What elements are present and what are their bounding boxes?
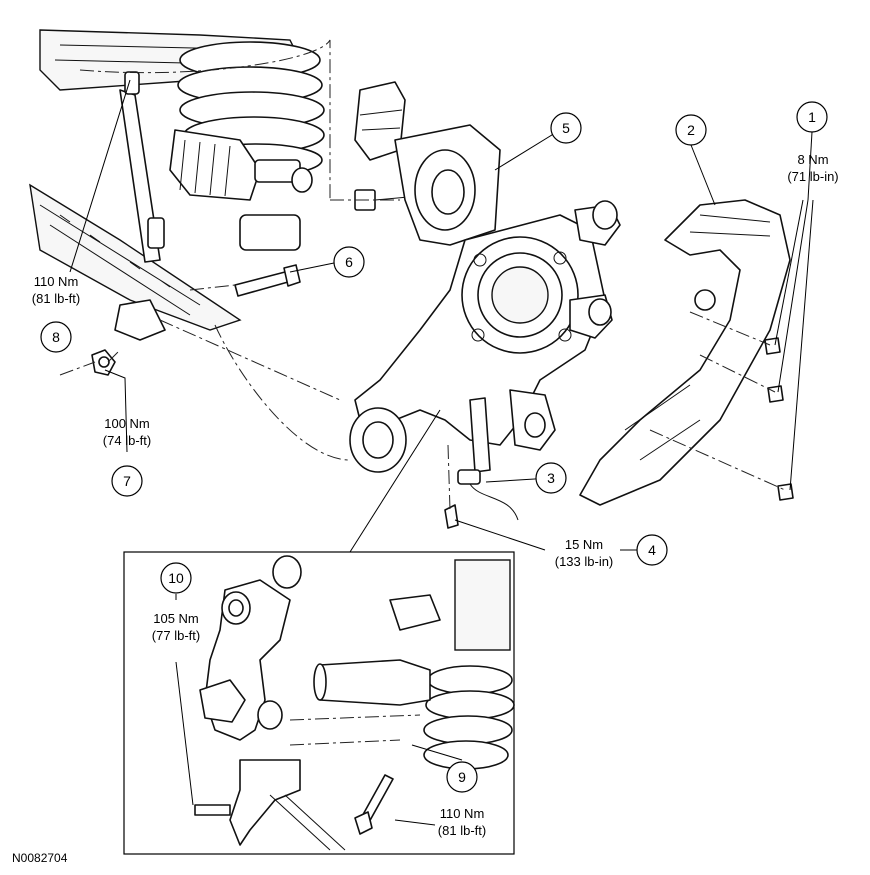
callout-1-number: 1 [808, 109, 816, 125]
bolt-6 [234, 264, 301, 297]
callout-1-torque-imperial: (71 lb-in) [787, 169, 838, 184]
splash-shield [579, 199, 794, 506]
detail-knuckle [199, 555, 302, 741]
callout-4: 4 15 Nm (133 lb-in) [555, 534, 668, 569]
callout-7-torque-imperial: (74 lb-ft) [103, 433, 151, 448]
figure-id: N0082704 [12, 851, 68, 865]
callout-6-number: 6 [345, 254, 353, 270]
callout-7-number: 7 [123, 473, 131, 489]
callout-6: 6 [333, 246, 365, 278]
detail-strut [313, 559, 515, 770]
callout-2: 2 [675, 114, 707, 146]
callout-9: 9 110 Nm (81 lb-ft) [438, 761, 486, 838]
knuckle [349, 124, 621, 473]
callout-4-torque-metric: 15 Nm [565, 537, 603, 552]
callout-5-number: 5 [562, 120, 570, 136]
leader-lines [69, 79, 814, 826]
callout-8-number: 8 [52, 329, 60, 345]
callout-4-torque-imperial: (133 lb-in) [555, 554, 614, 569]
callout-10-torque-imperial: (77 lb-ft) [152, 628, 200, 643]
subframe-assembly [29, 29, 325, 376]
callout-1-torque-metric: 8 Nm [797, 152, 828, 167]
callout-7: 100 Nm (74 lb-ft) 7 [103, 416, 151, 497]
callout-4-number: 4 [648, 542, 656, 558]
callout-5: 5 [550, 112, 582, 144]
callout-9-torque-imperial: (81 lb-ft) [438, 823, 486, 838]
callout-8-torque-metric: 110 Nm [34, 274, 79, 289]
callout-1: 1 8 Nm (71 lb-in) [787, 101, 839, 184]
halfshaft [169, 129, 313, 251]
bolts-1 [764, 337, 794, 501]
callout-2-number: 2 [687, 122, 695, 138]
callout-10-number: 10 [168, 570, 184, 586]
detail-inset [123, 551, 515, 855]
callout-10: 10 105 Nm (77 lb-ft) [152, 562, 200, 643]
callout-8: 110 Nm (81 lb-ft) 8 [32, 274, 80, 353]
callout-3: 3 [535, 462, 567, 494]
assembly-lines [59, 39, 786, 511]
callout-10-torque-metric: 105 Nm [153, 611, 199, 626]
callout-9-number: 9 [458, 769, 466, 785]
callout-9-torque-metric: 110 Nm [440, 806, 485, 821]
callout-3-number: 3 [547, 470, 555, 486]
wheel-speed-sensor [444, 397, 519, 529]
callout-8-torque-imperial: (81 lb-ft) [32, 291, 80, 306]
bolt-7 [91, 349, 116, 376]
callout-7-torque-metric: 100 Nm [104, 416, 150, 431]
